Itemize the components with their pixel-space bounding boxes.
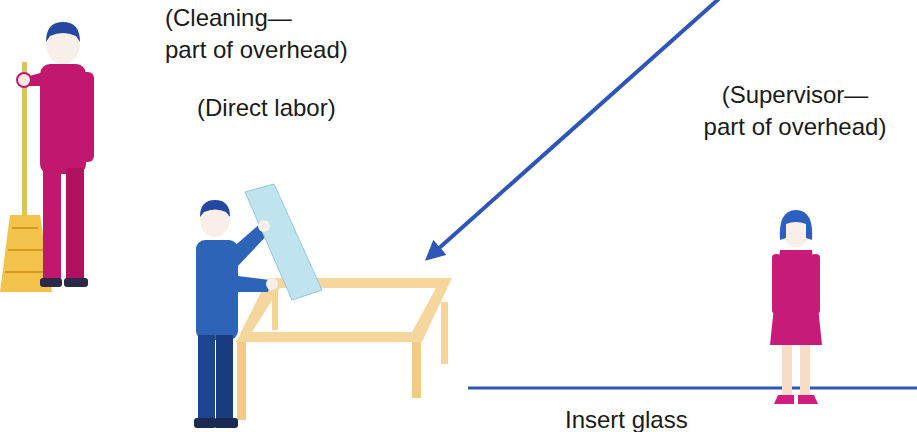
process-line [468, 387, 917, 390]
role-label: (Supervisor— part of overhead) [680, 79, 910, 143]
flow-arrow [428, 0, 722, 258]
role-label: (Cleaning— part of overhead) [165, 2, 380, 66]
wrap-spacer [310, 2, 380, 34]
step-label: Insert glass [565, 404, 785, 432]
table-frame [236, 278, 452, 420]
wrap-spacer [885, 79, 910, 111]
cleaner-figure [0, 22, 94, 292]
role-label: (Direct labor) [197, 92, 417, 124]
wrap-spacer [680, 79, 705, 111]
supervisor-figure [770, 210, 822, 404]
worker-figure [194, 184, 322, 428]
